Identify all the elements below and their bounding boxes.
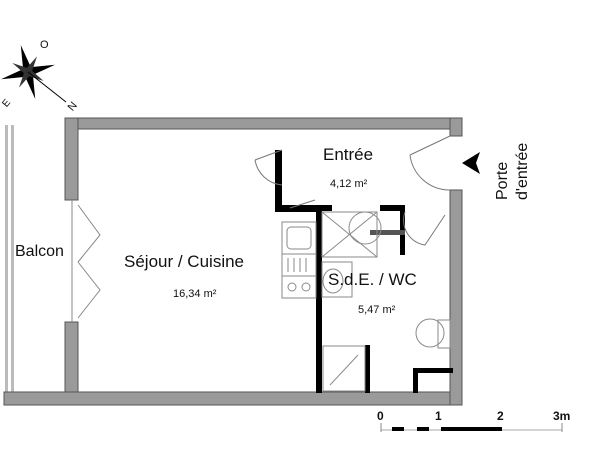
room-name-entree: Entrée — [323, 145, 373, 164]
scale-tick-1: 1 — [435, 409, 442, 423]
room-name-sejour: Séjour / Cuisine — [124, 252, 244, 271]
room-area-sejour: 16,34 m² — [173, 288, 217, 300]
compass-letter-o: O — [40, 39, 49, 51]
fixtures — [281, 211, 451, 392]
scale-bar: 0 1 2 3m — [377, 409, 570, 432]
compass-letter-e: E — [0, 97, 13, 109]
entrance-label-line2: d'entrée — [514, 143, 531, 200]
balcony — [5, 125, 14, 393]
inner-walls — [275, 150, 453, 393]
balcony-door — [71, 200, 101, 322]
entrance-label-line1: Porte — [494, 162, 511, 200]
room-name-balcon: Balcon — [15, 243, 64, 260]
entrance-arrow-icon — [462, 152, 480, 174]
outer-walls — [3, 117, 463, 406]
compass-rose-icon — [0, 44, 67, 103]
scale-tick-3m: 3m — [553, 409, 570, 423]
compass-letter-n: N — [66, 100, 80, 114]
room-name-sde-wc: S.d.E. / WC — [328, 270, 417, 289]
doors — [254, 135, 451, 246]
scale-tick-2: 2 — [497, 409, 504, 423]
room-area-entree: 4,12 m² — [330, 178, 368, 190]
room-area-sde-wc: 5,47 m² — [358, 304, 396, 316]
scale-tick-0: 0 — [377, 409, 384, 423]
